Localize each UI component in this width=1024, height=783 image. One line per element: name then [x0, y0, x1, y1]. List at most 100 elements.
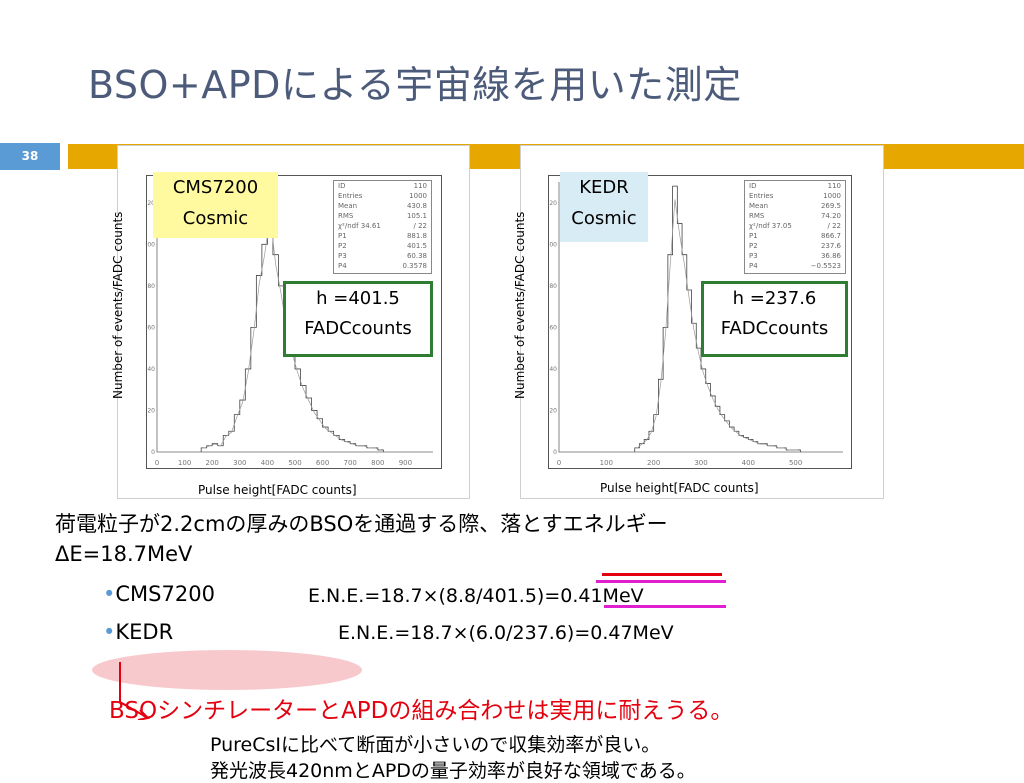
y-tick-label: 120	[147, 200, 155, 207]
histogram-bin	[744, 437, 749, 452]
y-tick-label: 100	[147, 241, 155, 248]
stats-value: / 22	[827, 222, 842, 230]
x-tick-label: 200	[206, 459, 219, 467]
histogram-bin	[649, 431, 654, 452]
label-kedr-type: Cosmic	[571, 208, 637, 229]
stats-value: 237.6	[820, 242, 841, 250]
stats-key: χ²/ndf 34.61	[338, 222, 381, 230]
stats-value: 881.8	[406, 232, 427, 240]
histogram-bin	[306, 398, 312, 452]
stats-value: 401.5	[406, 242, 427, 250]
y-tick-label: 60	[549, 324, 557, 331]
stats-row: P3 60.38	[334, 251, 431, 261]
label-cms7200-name: CMS7200	[172, 177, 259, 198]
arrow-icon	[119, 662, 151, 720]
energy-deposit-value: ΔE=18.7MeV	[55, 542, 193, 566]
stats-key: Mean	[338, 202, 358, 210]
y-axis-label-cms7200: Number of events/FADC counts	[111, 211, 125, 399]
histogram-bin	[639, 444, 644, 452]
stats-key: P4	[749, 262, 758, 270]
stats-key: RMS	[749, 212, 765, 220]
y-tick-label: 40	[549, 366, 557, 373]
histogram-bin	[262, 244, 268, 452]
axes	[558, 182, 843, 453]
y-tick-label: 80	[147, 283, 155, 290]
stats-value: 36.86	[820, 252, 841, 260]
histogram-bin	[758, 444, 763, 452]
histogram-bin	[245, 369, 251, 452]
stats-value: 105.1	[406, 212, 427, 220]
histogram-outline	[634, 185, 801, 452]
histogram-bin	[367, 448, 373, 452]
bullet-icon: •	[103, 582, 116, 606]
x-tick-label: 300	[233, 459, 246, 467]
histogram-kedr: 0100200300400500020406080100120	[549, 182, 843, 467]
histogram-bin	[682, 255, 687, 452]
formula-cms7200: E.N.E.=18.7×(8.8/401.5)=0.41MeV	[308, 585, 644, 607]
stats-key: ID	[749, 182, 757, 190]
stats-value: 110	[827, 182, 841, 190]
y-tick-label: 20	[147, 407, 155, 414]
histogram-bin	[273, 255, 279, 452]
fit-curve	[636, 199, 799, 451]
stats-key: χ²/ndf 37.05	[749, 222, 792, 230]
x-tick-label: 600	[316, 459, 329, 467]
peak-annotation-kedr: h =237.6 FADCcounts	[701, 281, 848, 357]
histogram-bin	[658, 379, 663, 452]
peak-value-cms7200: h =401.5	[316, 288, 400, 309]
underline-magenta	[596, 580, 726, 583]
reason-quantum-efficiency: 発光波長420nmとAPDの量子効率が良好な領域である。	[210, 760, 696, 782]
stats-key: ID	[338, 182, 346, 190]
histogram-bin	[696, 348, 701, 452]
label-kedr-name: KEDR	[579, 177, 629, 198]
underline-red	[602, 573, 722, 576]
stats-key: P2	[338, 242, 347, 250]
stats-row: P2 237.6	[745, 241, 845, 251]
stats-row: RMS 105.1	[334, 211, 431, 221]
histogram-bin	[267, 203, 273, 452]
y-tick-label: 60	[147, 324, 155, 331]
x-axis-label-cms7200: Pulse height[FADC counts]	[198, 483, 357, 497]
list-item-cms7200: •CMS7200	[103, 582, 215, 606]
axes	[156, 182, 433, 453]
formula-kedr: E.N.E.=18.7×(6.0/237.6)=0.47MeV	[338, 622, 674, 644]
stats-key: Mean	[749, 202, 769, 210]
x-tick-label: 100	[178, 459, 191, 467]
y-tick-label: 80	[549, 283, 557, 290]
stats-row: P3 36.86	[745, 251, 845, 261]
stats-key: P4	[338, 262, 347, 270]
y-tick-label: 0	[553, 449, 557, 456]
peak-unit-cms7200: FADCcounts	[304, 318, 412, 339]
histogram-bin	[328, 431, 334, 452]
histogram-bin	[748, 440, 753, 452]
stats-row: ID 110	[745, 181, 845, 191]
stats-key: P2	[749, 242, 758, 250]
x-tick-label: 300	[694, 459, 707, 467]
histogram-bin	[635, 448, 640, 452]
list-item-kedr: •KEDR	[103, 620, 173, 644]
histogram-bin	[323, 427, 329, 452]
stats-key: RMS	[338, 212, 354, 220]
histogram-bin	[729, 427, 734, 452]
histogram-bin	[339, 440, 345, 452]
bullet-icon: •	[103, 620, 116, 644]
histogram-bin	[687, 290, 692, 452]
histogram-bin	[739, 435, 744, 452]
stats-row: P2 401.5	[334, 241, 431, 251]
stats-key: P3	[749, 252, 758, 260]
histogram-bin	[234, 415, 240, 452]
x-tick-label: 200	[647, 459, 660, 467]
stats-value: 60.38	[406, 252, 427, 260]
stats-key: P3	[338, 252, 347, 260]
histogram-bin	[734, 431, 739, 452]
histogram-bin	[654, 415, 659, 452]
histogram-bin	[725, 421, 730, 452]
underline-magenta-lower	[604, 605, 726, 608]
